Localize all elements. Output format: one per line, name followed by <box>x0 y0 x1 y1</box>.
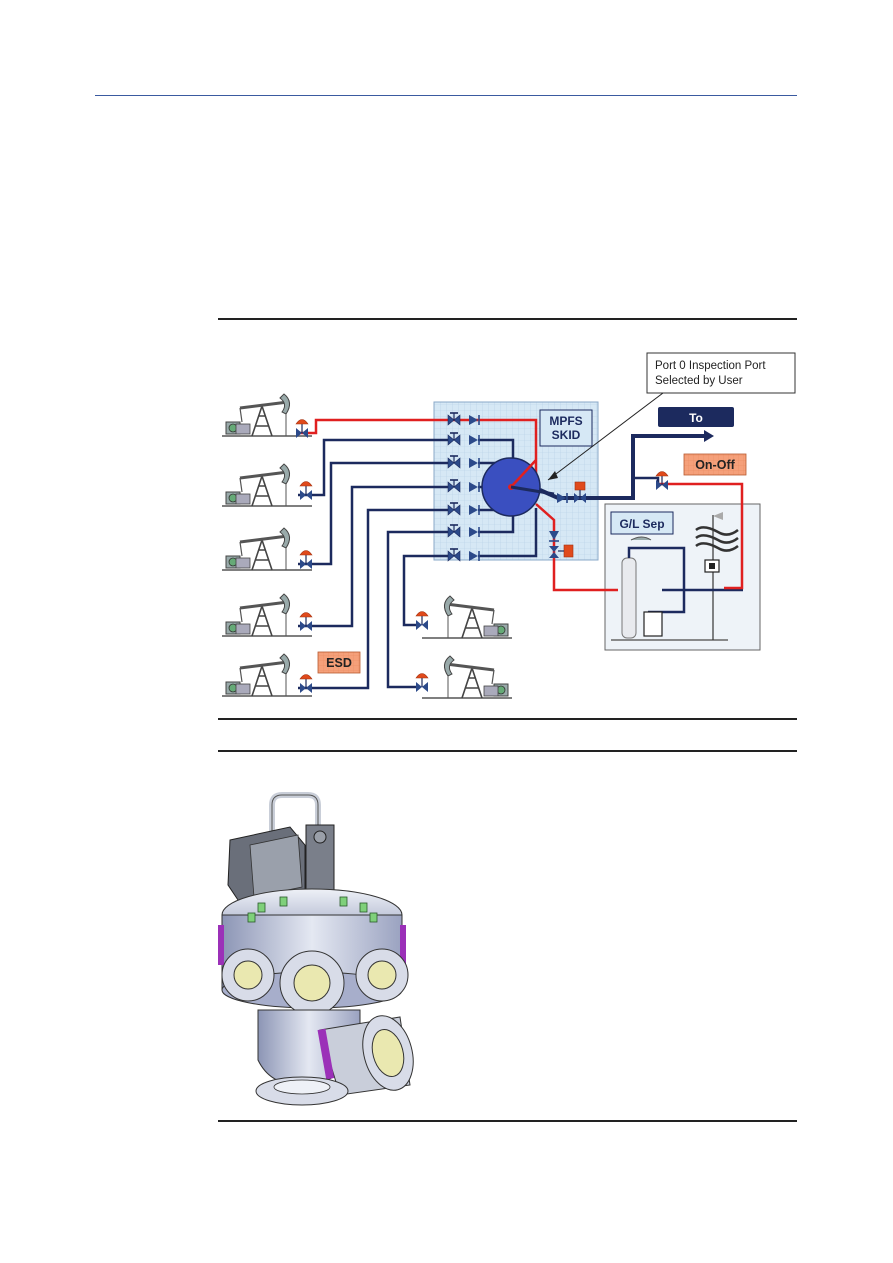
callout-line2: Selected by User <box>655 375 743 387</box>
well-4 <box>220 592 314 638</box>
figure-2-bottom-rule <box>218 1120 797 1122</box>
callout-leader <box>547 392 664 481</box>
callout-line1: Port 0 Inspection Port <box>655 360 766 372</box>
to-label: To <box>689 411 703 425</box>
well-7 <box>420 654 514 700</box>
well-1 <box>220 392 314 438</box>
on-off-label: On-Off <box>695 458 735 472</box>
selector-valve-illustration <box>218 792 414 1106</box>
well-5 <box>220 652 314 698</box>
header-rule <box>95 95 797 96</box>
on-off-box <box>683 453 747 476</box>
skid-label-line2: SKID <box>552 428 581 442</box>
esd-box <box>317 651 361 674</box>
skid-label-box <box>539 409 593 447</box>
to-box <box>658 407 734 427</box>
well-2 <box>220 462 314 508</box>
figure-1-bottom-rule <box>218 718 797 720</box>
esd-label: ESD <box>326 656 352 670</box>
callout-box <box>646 352 796 394</box>
separator-label: G/L Sep <box>619 517 664 531</box>
mpfs-skid-diagram: MPFS SKID Port 0 Inspection Port Selecte… <box>220 352 796 700</box>
separator-label-box <box>610 511 674 535</box>
skid-label-line1: MPFS <box>549 414 582 428</box>
well-6 <box>420 594 514 640</box>
figure-1-top-rule <box>218 318 797 320</box>
figure-2-top-rule <box>218 750 797 752</box>
